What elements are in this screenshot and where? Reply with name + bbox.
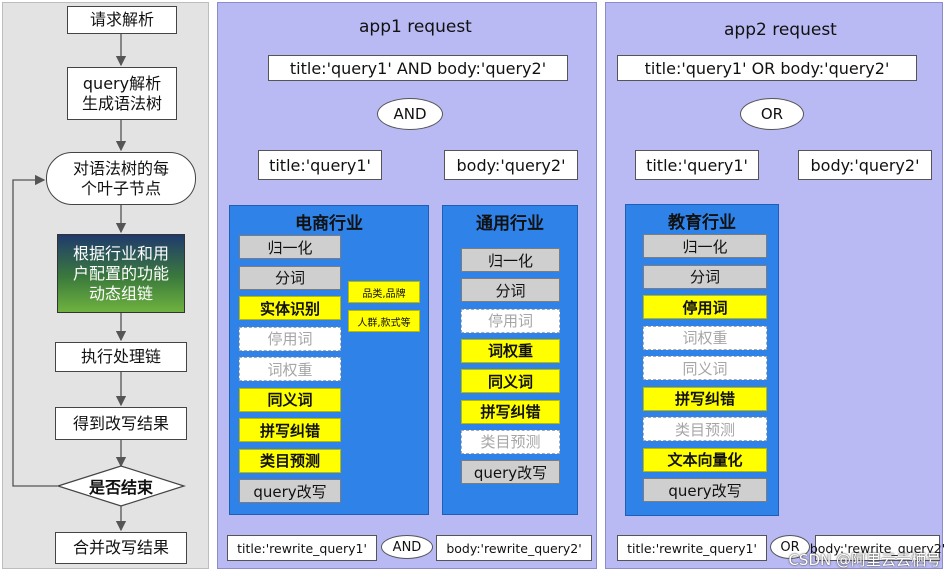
chain-step: 文本向量化 — [643, 447, 767, 472]
app1-result-right: body:'rewrite_query2' — [436, 535, 592, 561]
decision-diamond — [56, 465, 186, 507]
chain-step: 类目预测 — [239, 448, 341, 473]
app2-leaf-body: body:'query2' — [798, 150, 932, 180]
chain-step: 拼写纠错 — [643, 386, 767, 411]
flow-step-merge-results: 合并改写结果 — [55, 532, 187, 564]
chain-step: 分词 — [239, 265, 341, 290]
chain-step: 归一化 — [461, 248, 560, 272]
app1-title: app1 request — [359, 17, 472, 37]
industry-title: 电商行业 — [295, 214, 363, 234]
chain-step: 停用词 — [643, 295, 767, 319]
app2-result-right: body:'rewrite_query2' — [810, 535, 945, 561]
chain-step: 词权重 — [461, 338, 560, 363]
flow-step-execute-chain: 执行处理链 — [55, 342, 187, 372]
app2-query-box: title:'query1' OR body:'query2' — [617, 55, 917, 81]
chain-step: 拼写纠错 — [461, 399, 560, 424]
chain-step: 词权重 — [643, 325, 767, 350]
chain-step: 同义词 — [461, 369, 560, 394]
chain-step: 类目预测 — [461, 429, 560, 454]
app2-leaf-title: title:'query1' — [635, 150, 759, 180]
chain-step: 实体识别 — [239, 296, 341, 320]
flow-step-query-parse: query解析 生成语法树 — [67, 67, 177, 120]
chain-step: 分词 — [643, 264, 767, 289]
chain-step: query改写 — [461, 460, 560, 485]
app2-result-left: title:'rewrite_query1' — [617, 535, 767, 561]
chain-step: 分词 — [461, 278, 560, 303]
app2-result-operator: OR — [770, 535, 810, 559]
chain-step: 停用词 — [239, 326, 341, 351]
flow-step-dynamic-chain: 根据行业和用 户配置的功能 动态组链 — [57, 234, 185, 313]
csdn-watermark: CSDN @阿里云云栖号 — [788, 551, 941, 569]
chain-step: 归一化 — [643, 234, 767, 258]
app1-result-operator: AND — [381, 535, 433, 559]
flow-decision-is-end: 是否结束 — [88, 478, 153, 497]
chain-step: 同义词 — [239, 387, 341, 412]
app1-operator-node: AND — [377, 98, 443, 130]
app1-leaf-title: title:'query1' — [258, 150, 382, 180]
chain-step: 停用词 — [461, 308, 560, 333]
chain-step: 词权重 — [239, 357, 341, 381]
flow-step-request-parse: 请求解析 — [67, 6, 177, 34]
chain-step: 类目预测 — [643, 417, 767, 441]
app2-operator-node: OR — [740, 98, 804, 130]
chain-step: 同义词 — [643, 356, 767, 380]
chain-step: query改写 — [643, 478, 767, 502]
flow-step-get-result: 得到改写结果 — [55, 407, 187, 440]
chain-step: query改写 — [239, 479, 341, 503]
entity-note-category-brand: 品类,品牌 — [348, 281, 420, 303]
industry-title: 教育行业 — [668, 213, 736, 233]
industry-title: 通用行业 — [476, 214, 544, 234]
entity-note-crowd-style: 人群,款式等 — [348, 310, 420, 332]
chain-step: 归一化 — [239, 235, 341, 259]
app1-result-left: title:'rewrite_query1' — [227, 535, 377, 561]
app1-query-box: title:'query1' AND body:'query2' — [268, 55, 568, 81]
app1-leaf-body: body:'query2' — [444, 150, 578, 180]
chain-step: 拼写纠错 — [239, 418, 341, 442]
flow-step-each-leaf: 对语法树的每 个叶子节点 — [46, 152, 196, 205]
app2-title: app2 request — [724, 20, 837, 40]
